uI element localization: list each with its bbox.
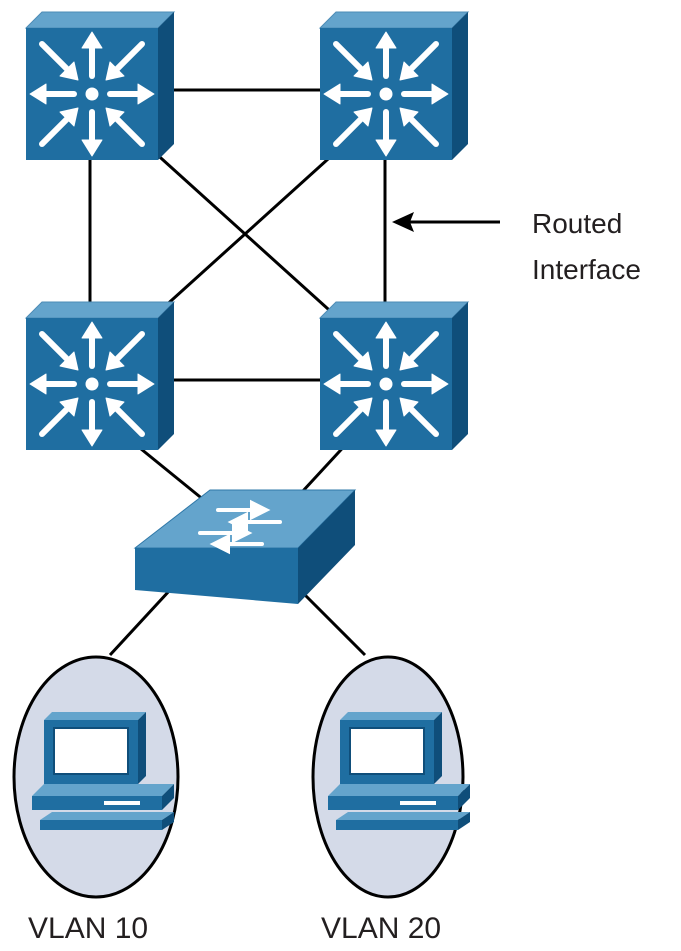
vlan20-label: VLAN 20 bbox=[321, 912, 441, 945]
vlan20-group bbox=[311, 655, 471, 899]
vlan10-group bbox=[12, 655, 180, 899]
access-switch bbox=[133, 489, 357, 604]
routed-interface-arrow bbox=[392, 212, 500, 232]
distribution-switch-top-right bbox=[320, 12, 468, 160]
routed-interface-label-line1: Routed bbox=[532, 208, 622, 239]
routed-interface-label-line2: Interface bbox=[532, 254, 641, 285]
link-cross-down-left bbox=[150, 148, 340, 320]
link-access-to-vlan10 bbox=[108, 588, 172, 657]
switch-arrows-icon bbox=[198, 499, 282, 555]
distribution-switch-top-left bbox=[26, 12, 174, 160]
distribution-switch-bottom-left bbox=[26, 302, 174, 450]
link-left-to-access bbox=[129, 438, 211, 507]
link-access-to-vlan20 bbox=[298, 588, 367, 657]
distribution-switch-bottom-right bbox=[320, 302, 468, 450]
links bbox=[88, 88, 387, 657]
vlan10-label: VLAN 10 bbox=[28, 912, 148, 945]
